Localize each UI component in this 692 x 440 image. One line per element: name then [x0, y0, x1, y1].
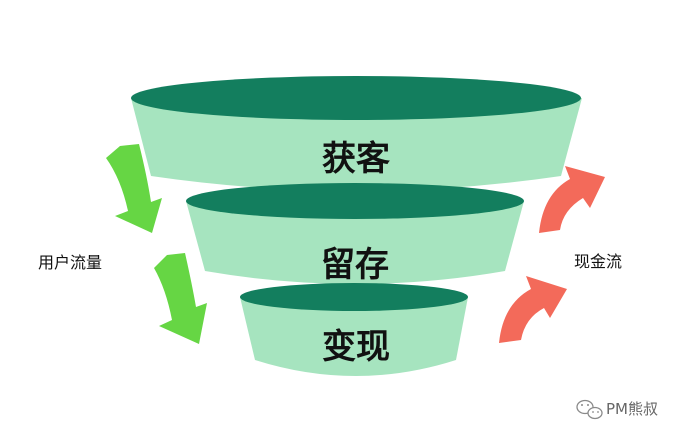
wechat-icon — [576, 399, 603, 420]
funnel-stage-retention-top — [186, 183, 524, 219]
funnel-stage-acquisition-body — [131, 98, 582, 191]
funnel-stage-acquisition: 获客 — [131, 76, 582, 191]
funnel-stage-retention-body — [186, 201, 524, 284]
funnel-stage-acquisition-label: 获客 — [322, 139, 390, 179]
funnel-stage-monetization-top — [240, 283, 468, 311]
curved-up-arrow-icon — [539, 166, 605, 233]
watermark: PM熊叔 — [576, 399, 658, 420]
curved-up-arrow-icon — [499, 276, 567, 343]
watermark-text: PM熊叔 — [606, 400, 658, 418]
curved-down-arrow-icon — [154, 253, 207, 344]
cash-flow-label: 现金流 — [574, 252, 622, 271]
funnel-stage-acquisition-top — [131, 76, 581, 120]
cash-flow: 现金流 — [499, 166, 622, 343]
funnel-stage-monetization: 变现 — [240, 283, 468, 376]
funnel-stage-retention: 留存 — [186, 183, 524, 285]
funnel-stage-monetization-label: 变现 — [322, 327, 390, 367]
curved-down-arrow-icon — [106, 144, 162, 233]
user-traffic-flow: 用户流量 — [38, 144, 207, 344]
funnel-stage-monetization-body — [240, 297, 468, 376]
user-traffic-label: 用户流量 — [38, 253, 102, 272]
funnel-stage-retention-label: 留存 — [321, 245, 389, 285]
